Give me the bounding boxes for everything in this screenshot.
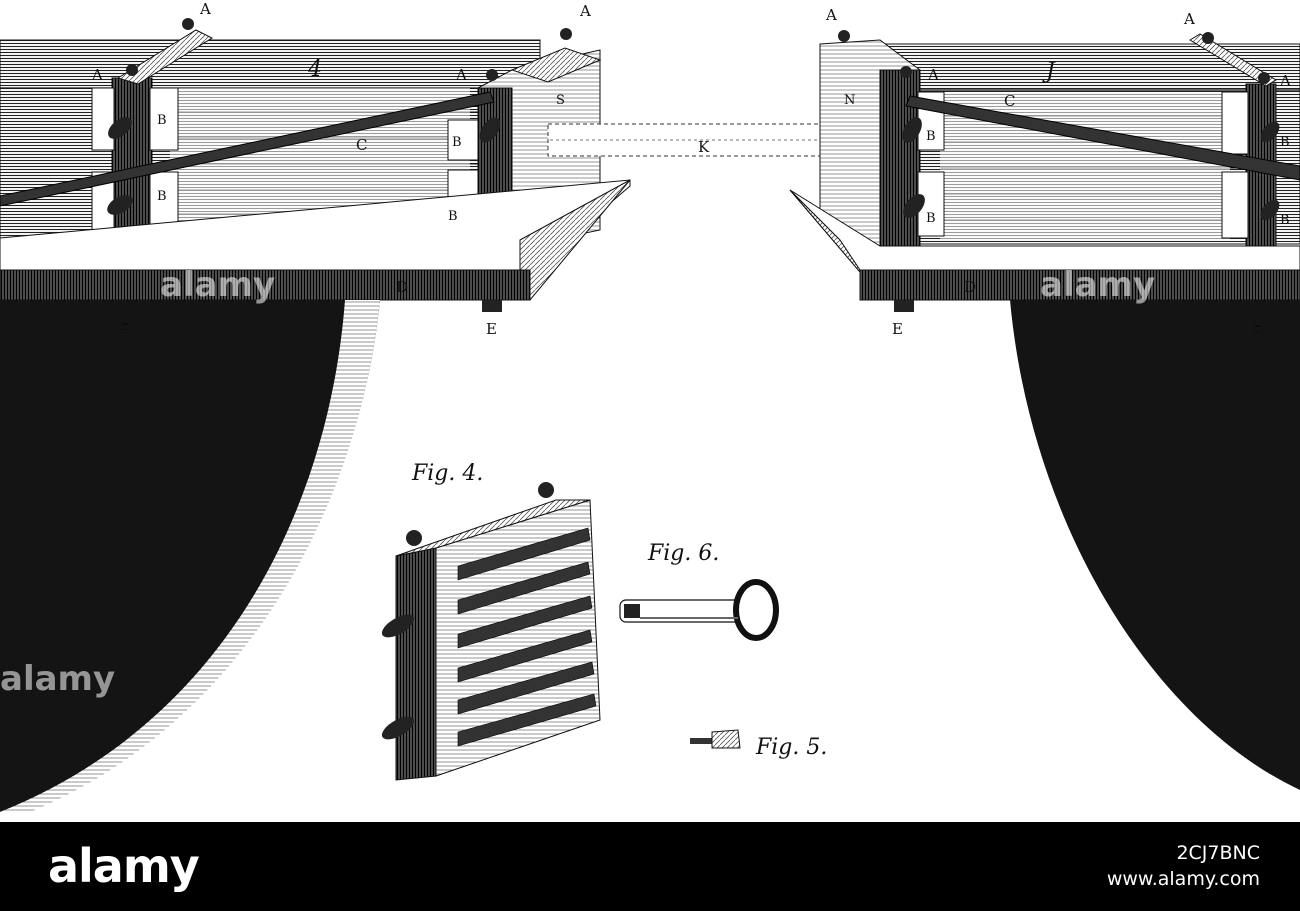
watermark: alamy bbox=[160, 265, 275, 305]
watermark-footer: alamy 2CJ7BNC www.alamy.com bbox=[0, 822, 1300, 911]
left-machine bbox=[0, 18, 631, 812]
label-a: A bbox=[927, 66, 939, 84]
footer-credit: 2CJ7BNC www.alamy.com bbox=[1107, 840, 1260, 892]
plate-number-right: J bbox=[1042, 59, 1056, 84]
label-b: B bbox=[1280, 213, 1290, 228]
fig4-caption: Fig. 4. bbox=[411, 461, 483, 486]
label-n: N bbox=[844, 93, 855, 108]
label-b: B bbox=[452, 135, 462, 150]
fig4-comb-frame bbox=[381, 482, 601, 781]
label-b: B bbox=[448, 209, 458, 224]
label-c: C bbox=[1004, 92, 1015, 110]
label-c: C bbox=[356, 136, 367, 154]
label-k: K bbox=[698, 138, 710, 156]
left-hull bbox=[0, 300, 380, 812]
label-a: A bbox=[825, 6, 837, 24]
label-d: D bbox=[396, 278, 408, 296]
engraving-illustration: alamy alamy alamy A A A A A A A A B B B … bbox=[0, 0, 1300, 812]
comb-teeth bbox=[457, 527, 597, 747]
label-a: A bbox=[1183, 10, 1195, 28]
label-e: E bbox=[120, 316, 131, 334]
figure-letter-labels: A A A A A A A A B B B B B B B B C C D D bbox=[91, 0, 1291, 338]
left-rod bbox=[0, 91, 495, 207]
label-b: B bbox=[926, 129, 936, 144]
left-clamp-post bbox=[111, 77, 153, 247]
fig6-key bbox=[619, 579, 779, 641]
watermark: alamy bbox=[0, 659, 115, 699]
right-machine bbox=[789, 30, 1300, 790]
connecting-bar bbox=[547, 123, 859, 157]
plate-number-left: 4 bbox=[307, 57, 322, 82]
fig5-screw bbox=[690, 729, 741, 749]
right-hull bbox=[1010, 300, 1300, 790]
left-base-plate bbox=[0, 269, 531, 301]
label-b: B bbox=[926, 211, 936, 226]
label-a: A bbox=[199, 0, 211, 18]
footer-logo: alamy bbox=[48, 839, 200, 893]
label-a: A bbox=[579, 2, 591, 20]
watermark: alamy bbox=[1040, 265, 1155, 305]
label-a: A bbox=[1279, 72, 1291, 90]
label-s: S bbox=[556, 93, 565, 108]
fig6-caption: Fig. 6. bbox=[647, 541, 719, 566]
label-e: E bbox=[486, 320, 497, 338]
label-e: E bbox=[892, 320, 903, 338]
right-rod bbox=[905, 95, 1300, 181]
engraving-svg: alamy alamy alamy A A A A A A A A B B B … bbox=[0, 0, 1300, 812]
label-b: B bbox=[1280, 135, 1290, 150]
label-a: A bbox=[455, 66, 467, 84]
footer-site: www.alamy.com bbox=[1106, 868, 1260, 890]
label-a: A bbox=[91, 66, 103, 84]
fig5-caption: Fig. 5. bbox=[755, 735, 827, 760]
label-b: B bbox=[157, 113, 167, 128]
label-b: B bbox=[157, 189, 167, 204]
label-e: E bbox=[1252, 318, 1263, 336]
footer-image-id: 2CJ7BNC bbox=[1176, 842, 1260, 864]
label-d: D bbox=[964, 278, 976, 296]
